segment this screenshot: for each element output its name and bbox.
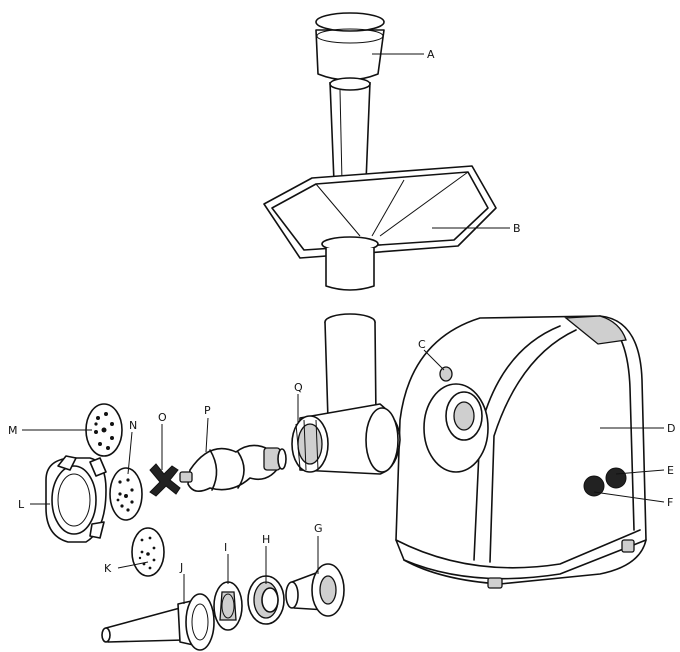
part-q-grinder-head	[291, 313, 401, 475]
label-i: I	[224, 541, 227, 554]
part-l-ring-nut	[45, 455, 107, 543]
part-g-kibbe-attachment	[285, 563, 345, 617]
part-b-feed-tray	[263, 165, 497, 291]
label-p: P	[204, 404, 211, 417]
part-i-separator	[213, 581, 243, 631]
label-j: J	[179, 561, 183, 574]
label-h: H	[262, 533, 270, 546]
label-k: K	[104, 562, 112, 575]
label-g: G	[314, 522, 323, 535]
label-o: O	[158, 411, 167, 424]
part-m-coarse-plate	[85, 403, 123, 457]
label-b: B	[513, 222, 521, 235]
part-h-coupling-ring	[247, 575, 285, 625]
part-c-release-button	[439, 366, 453, 382]
label-f: F	[667, 496, 673, 509]
part-e-switch-button	[605, 467, 627, 489]
label-q: Q	[294, 381, 303, 394]
part-a-food-pusher	[315, 12, 385, 187]
leader-lines	[22, 53, 665, 604]
part-j-sausage-tube	[101, 593, 215, 651]
label-m: M	[8, 424, 18, 437]
part-p-feed-screw	[179, 444, 287, 492]
label-c: C	[418, 338, 426, 351]
part-n-medium-plate	[109, 467, 143, 521]
part-k-fine-plate	[131, 527, 165, 577]
label-e: E	[667, 464, 674, 477]
part-o-cutting-blade	[149, 463, 181, 497]
label-l: L	[18, 498, 25, 511]
part-d-motor-housing	[395, 315, 647, 589]
part-labels: A B C D E F G H I J K L M N O P Q	[8, 48, 675, 575]
label-d: D	[667, 422, 675, 435]
label-n: N	[129, 419, 137, 432]
part-f-reverse-button	[583, 475, 605, 497]
label-a: A	[427, 48, 435, 61]
